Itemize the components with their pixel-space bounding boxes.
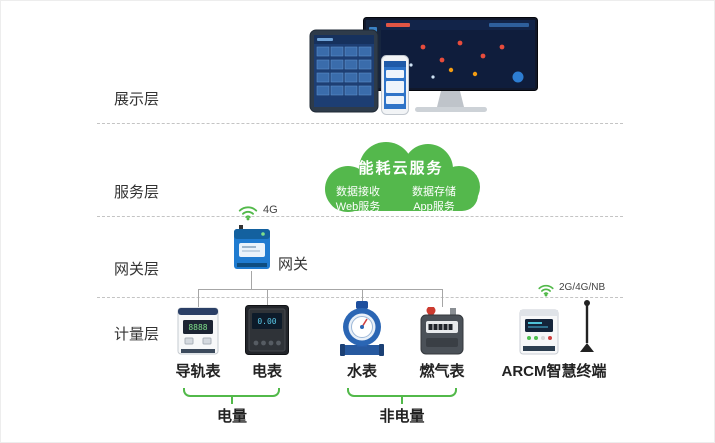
cloud-title: 能耗云服务 — [358, 160, 444, 177]
monitor-image — [363, 17, 538, 112]
device-label-gas-meter: 燃气表 — [419, 363, 465, 380]
group-bracket-tick — [231, 397, 233, 404]
connector-line — [442, 289, 443, 307]
wifi-icon — [538, 284, 554, 297]
connector-line — [267, 289, 268, 307]
tablet-image — [309, 29, 379, 113]
device-label-power-meter: 电表 — [251, 363, 283, 380]
cloud-item-data-receive: 数据接收 — [336, 186, 380, 198]
layer-separator — [97, 123, 623, 124]
connector-line — [362, 289, 363, 303]
device-label-rail-meter: 导轨表 — [175, 363, 221, 380]
device-label-water-meter: 水表 — [346, 363, 378, 380]
layer-label-display: 展示层 — [114, 91, 160, 108]
arcm-terminal-image — [519, 309, 559, 355]
layer-separator — [97, 216, 623, 217]
svg-text:0.00: 0.00 — [257, 317, 276, 326]
gateway-device-image — [234, 225, 270, 269]
group-label-electric: 电量 — [216, 408, 248, 425]
svg-text:8888: 8888 — [188, 323, 207, 332]
group-bracket-tick — [401, 397, 403, 404]
power-meter-image: 0.00 — [245, 305, 289, 355]
cloud-item-app-service: App服务 — [413, 201, 455, 213]
cloud-icon — [325, 142, 480, 212]
arcm-wireless-label: 2G/4G/NB — [559, 282, 606, 293]
connector-bus-line — [198, 289, 443, 290]
connector-line — [251, 271, 252, 289]
layer-label-service: 服务层 — [114, 184, 160, 201]
group-bracket-non-electric — [347, 388, 457, 397]
antenna-icon — [580, 300, 594, 352]
connector-line — [198, 289, 199, 307]
device-label-arcm: ARCM智慧终端 — [501, 363, 607, 380]
cloud-item-web-service: Web服务 — [335, 201, 381, 213]
gas-meter-image — [420, 307, 464, 355]
phone-image — [381, 55, 409, 115]
cloud-item-data-storage: 数据存储 — [412, 186, 456, 198]
layer-label-gateway: 网关层 — [114, 261, 160, 278]
gateway-label: 网关 — [278, 256, 309, 273]
layer-separator — [97, 297, 623, 298]
group-bracket-electric — [183, 388, 280, 397]
water-meter-image — [340, 301, 384, 356]
layer-label-metering: 计量层 — [114, 326, 160, 343]
wifi-icon — [238, 206, 258, 221]
group-label-non-electric: 非电量 — [379, 408, 425, 425]
din-rail-meter-image: 8888 — [177, 307, 219, 355]
gateway-wireless-label: 4G — [263, 204, 278, 216]
